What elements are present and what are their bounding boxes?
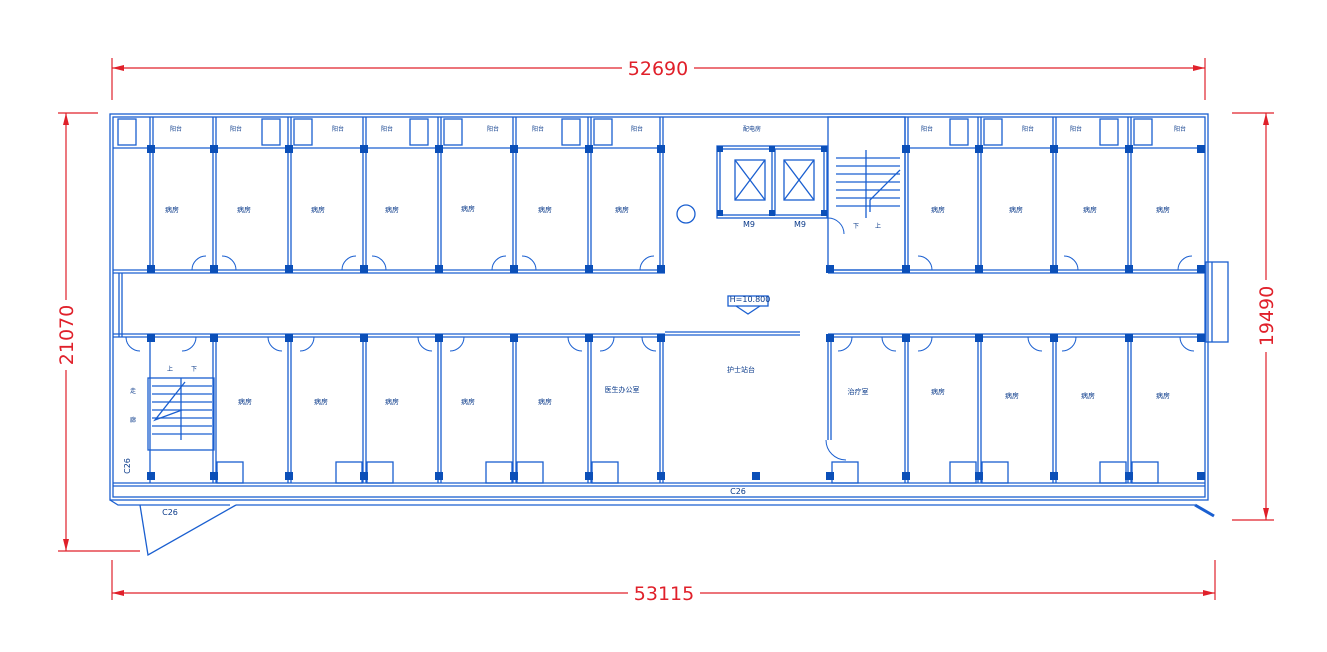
door-swings xyxy=(125,217,1195,461)
balcony-label-9: 阳台 xyxy=(1022,125,1034,133)
ward-label-t2: 病房 xyxy=(237,205,251,214)
room-labels: 病房 病房 病房 病房 病房 病房 病房 病房 病房 病房 病房 病房 病房 病… xyxy=(123,125,1186,517)
balcony-label-10: 阳台 xyxy=(1070,125,1082,133)
doctor-office-label: 医生办公室 xyxy=(605,385,640,394)
balcony-label-7: 阳台 xyxy=(631,125,643,133)
dimension-right: 19490 xyxy=(1256,286,1278,346)
ward-label-b7: 病房 xyxy=(1005,391,1019,400)
side-char-2: 廊 xyxy=(130,416,136,424)
balcony-label-4: 阳台 xyxy=(381,125,393,133)
ward-label-b8: 病房 xyxy=(1081,391,1095,400)
elevator-hall-label: 配电房 xyxy=(743,125,761,133)
nurse-station-label: 护士站台 xyxy=(727,365,755,374)
balcony-label-2: 阳台 xyxy=(230,125,242,133)
dimension-arrows xyxy=(63,65,1269,596)
dimension-top: 52690 xyxy=(628,58,688,80)
ward-label-b3: 病房 xyxy=(385,397,399,406)
bottom-partitions xyxy=(149,337,1159,484)
stair-up-left-label: 上 xyxy=(167,365,173,373)
window-c26-left: C26 xyxy=(123,458,132,474)
balcony-label-5: 阳台 xyxy=(487,125,499,133)
ward-label-t3: 病房 xyxy=(311,205,325,214)
dimension-lines xyxy=(58,58,1274,600)
side-char-1: 走 xyxy=(130,387,136,395)
elevator-a-label: M9 xyxy=(743,220,755,229)
balcony-label-1: 阳台 xyxy=(170,125,182,133)
elevator-b-label: M9 xyxy=(794,220,806,229)
elevation-marker-label: H=10.800 xyxy=(730,295,771,304)
ward-label-t7: 病房 xyxy=(615,205,629,214)
window-c26-bottom: C26 xyxy=(162,508,178,517)
ward-label-t11: 病房 xyxy=(1156,205,1170,214)
ward-label-t10: 病房 xyxy=(1083,205,1097,214)
stair-down-left-label: 下 xyxy=(191,366,197,373)
dimension-left: 21070 xyxy=(56,305,78,365)
columns xyxy=(147,145,1205,480)
balcony-label-6: 阳台 xyxy=(532,125,544,133)
stair-up-right-label: 上 xyxy=(875,222,881,230)
ward-label-t8: 病房 xyxy=(931,205,945,214)
ward-label-b1: 病房 xyxy=(238,397,252,406)
treatment-room-label: 治疗室 xyxy=(848,387,869,396)
core xyxy=(147,116,1229,451)
ward-label-t9: 病房 xyxy=(1009,205,1023,214)
ward-label-t6: 病房 xyxy=(538,205,552,214)
balcony-label-3: 阳台 xyxy=(332,125,344,133)
stair-down-right-label: 下 xyxy=(853,223,859,230)
ward-label-b6: 病房 xyxy=(931,387,945,396)
window-c26-mid: C26 xyxy=(730,487,746,496)
ward-label-b4: 病房 xyxy=(461,397,475,406)
dimension-bottom: 53115 xyxy=(634,583,694,605)
ward-label-t4: 病房 xyxy=(385,205,399,214)
ward-label-b9: 病房 xyxy=(1156,391,1170,400)
ward-label-b5: 病房 xyxy=(538,397,552,406)
ward-label-t1: 病房 xyxy=(165,205,179,214)
ward-label-b2: 病房 xyxy=(314,397,328,406)
ward-label-t5: 病房 xyxy=(461,204,475,213)
balcony-label-8: 阳台 xyxy=(921,125,933,133)
balcony-label-11: 阳台 xyxy=(1174,125,1186,133)
top-partitions xyxy=(117,117,1153,270)
